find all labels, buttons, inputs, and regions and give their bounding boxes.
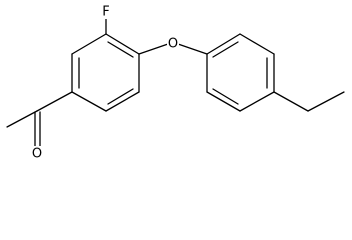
ring-b-bond-2 — [239, 33, 275, 55]
bond-oxygen-ring-b — [177, 43, 208, 55]
chemical-structure-diagram: F O O — [6, 5, 345, 162]
ether-oxygen-atom: O — [167, 37, 179, 52]
ring-a-bond-2 — [71, 33, 107, 55]
bond-carbonyl-ring — [36, 91, 73, 112]
ring-a-double-2 — [107, 41, 134, 58]
bond-ring-a-oxygen — [138, 43, 169, 55]
ring-b-bond-5 — [206, 91, 241, 112]
ring-b-double-3 — [212, 88, 239, 105]
bond-ring-b-ethyl — [273, 91, 309, 112]
bond-methyl-carbonyl — [6, 110, 38, 128]
carbonyl-oxygen-label: O — [32, 147, 42, 162]
fluorine-label: F — [102, 5, 109, 20]
carbonyl-oxygen-atom: O — [31, 146, 44, 162]
ring-b-double-1 — [212, 41, 239, 58]
fluorine-atom: F — [100, 5, 112, 20]
ring-a-bond-3 — [105, 33, 140, 55]
ring-b-bond-1 — [206, 33, 241, 55]
ring-a-bond-6 — [71, 91, 107, 112]
bond-ethyl-methyl — [307, 91, 345, 112]
ring-a-double-3 — [107, 88, 134, 105]
ether-oxygen-label: O — [168, 37, 178, 52]
ring-a-bond-5 — [105, 91, 140, 112]
ring-b-bond-4 — [239, 91, 275, 112]
